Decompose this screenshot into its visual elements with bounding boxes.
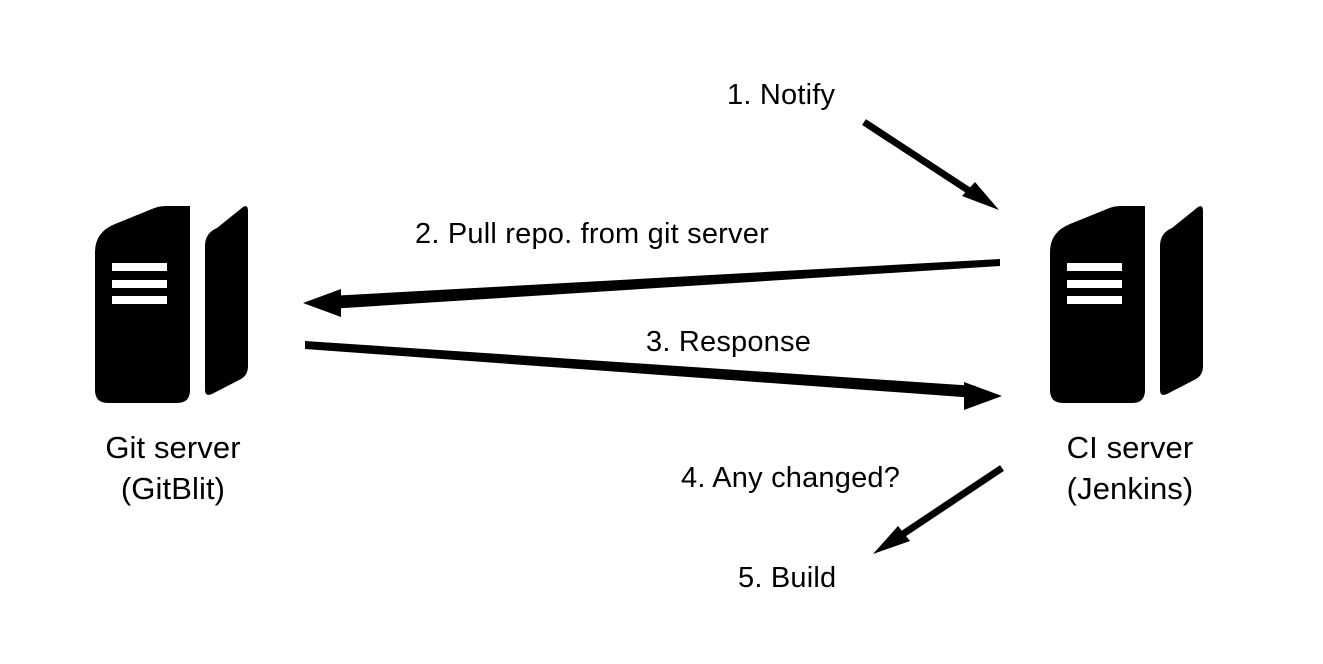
git-server-label-line2: (GitBlit) bbox=[120, 471, 226, 507]
arrow-head bbox=[303, 289, 341, 317]
arrow-head bbox=[964, 382, 1002, 410]
edge-label-step-2: 2. Pull repo. from git server bbox=[415, 218, 769, 250]
arrow-head bbox=[873, 526, 910, 554]
server-icon-git bbox=[95, 206, 248, 403]
edge-label-step-3: 3. Response bbox=[646, 326, 812, 358]
arrow-step-1 bbox=[862, 119, 999, 210]
ci-server-label-line1: CI server bbox=[1066, 430, 1194, 465]
server-vent-bar bbox=[1067, 280, 1122, 288]
server-vent-bar bbox=[112, 263, 167, 271]
arrow-step-2 bbox=[303, 259, 1000, 317]
node-label-ci-server: CI server (Jenkins) bbox=[1000, 427, 1260, 509]
arrow-head bbox=[962, 182, 999, 210]
ci-server-label-line2: (Jenkins) bbox=[1066, 471, 1194, 507]
server-side-panel bbox=[1160, 206, 1203, 395]
server-icon-ci bbox=[1050, 206, 1203, 403]
server-body bbox=[95, 206, 190, 403]
edge-label-step-4: 4. Any changed? bbox=[681, 462, 901, 494]
server-vent-bar bbox=[1067, 296, 1122, 304]
git-server-label-line1: Git server bbox=[105, 430, 241, 465]
server-side-panel bbox=[205, 206, 248, 395]
node-label-git-server: Git server (GitBlit) bbox=[43, 427, 303, 509]
server-body bbox=[1050, 206, 1145, 403]
arrow-step-5 bbox=[873, 465, 1004, 554]
server-vent-bar bbox=[1067, 263, 1122, 271]
edge-label-step-1: 1. Notify bbox=[727, 79, 836, 111]
arrow-step-3 bbox=[305, 341, 1002, 410]
server-vent-bar bbox=[112, 280, 167, 288]
edge-label-step-5: 5. Build bbox=[738, 562, 837, 594]
server-vent-bar bbox=[112, 296, 167, 304]
